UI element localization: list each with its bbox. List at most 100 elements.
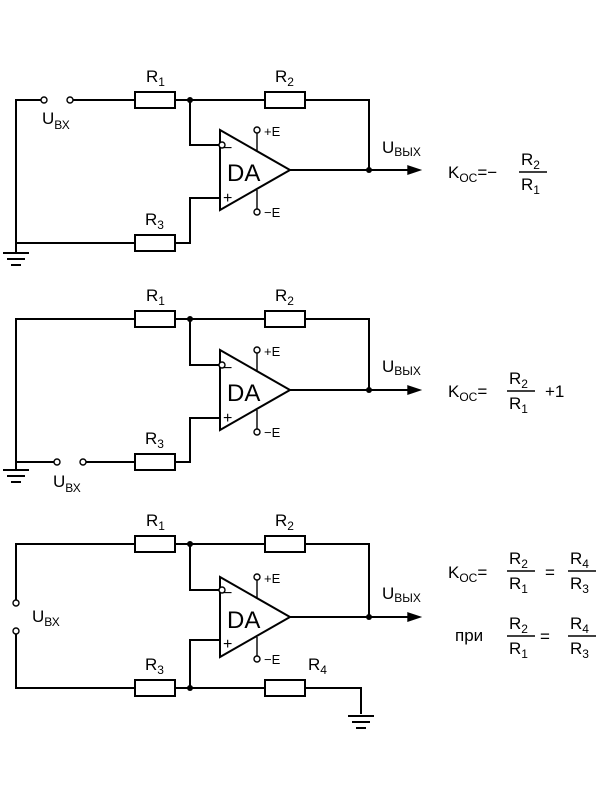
opamp-triangle <box>219 128 293 212</box>
label-r2: R2 <box>275 511 294 533</box>
output-arrow <box>407 612 423 622</box>
label-r2: R2 <box>275 286 294 308</box>
label-vneg: −E <box>264 425 281 440</box>
input-terminal-a[interactable] <box>53 458 61 466</box>
label-r1: R1 <box>146 286 165 308</box>
inverting-input-pin <box>218 586 226 594</box>
condition-differential: при R2 R1 = R4 R3 <box>455 614 596 661</box>
wire-input-bottom <box>15 630 136 689</box>
ground-symbol <box>3 461 29 483</box>
circuit-differential: R1 R2 R3 R4 UВХ UВЫХ DA − + +E −E KОС= R… <box>12 511 596 729</box>
inverting-input-pin <box>218 141 226 149</box>
wire-r4-to-ground <box>304 687 362 714</box>
input-terminal-a[interactable] <box>12 599 20 607</box>
label-r1: R1 <box>146 67 165 89</box>
resistor-r3 <box>134 453 176 471</box>
formula-plus-one: +1 <box>545 382 564 401</box>
opamp-plus-sign: + <box>223 636 232 653</box>
wire-node-to-minus <box>189 99 223 146</box>
label-vneg: −E <box>264 205 281 220</box>
ground-symbol <box>3 242 29 266</box>
input-terminal-b[interactable] <box>79 458 87 466</box>
label-output-voltage: UВЫХ <box>382 584 421 605</box>
input-terminal-b[interactable] <box>12 627 20 635</box>
output-arrow <box>407 165 423 175</box>
input-terminal-a[interactable] <box>40 96 48 104</box>
formula-denominator: R1 <box>521 175 540 197</box>
vneg-terminal[interactable] <box>253 655 261 663</box>
input-terminal-b[interactable] <box>66 96 74 104</box>
node-output <box>366 614 372 620</box>
node-output <box>366 387 372 393</box>
wire-r3-to-plus <box>174 197 223 244</box>
label-r3: R3 <box>145 210 164 232</box>
vpos-terminal[interactable] <box>253 126 261 134</box>
formula-equals: = <box>545 563 555 582</box>
condition-denominator: R1 <box>509 639 528 661</box>
wire-node-to-minus <box>189 318 223 366</box>
vneg-terminal[interactable] <box>253 208 261 216</box>
condition-equals: = <box>540 627 550 646</box>
formula-k: KОС= <box>448 563 487 585</box>
formula-numerator: R2 <box>521 150 540 172</box>
node-r1-r2 <box>187 541 193 547</box>
vpos-terminal[interactable] <box>253 573 261 581</box>
opamp-label: DA <box>227 380 260 407</box>
label-vpos: +E <box>264 124 281 139</box>
wire-r2-to-output <box>304 318 370 391</box>
wire-node-to-minus <box>189 543 223 591</box>
wire-r3-to-plus <box>174 417 223 463</box>
opamp-label: DA <box>227 160 260 187</box>
condition-word: при <box>455 626 483 645</box>
vneg-terminal[interactable] <box>253 428 261 436</box>
formula-differential: KОС= R2 R1 = R4 R3 <box>448 549 596 596</box>
formula-inverting: KОС=− R2 R1 <box>448 150 547 197</box>
opamp-plus-sign: + <box>223 190 232 207</box>
opamp-minus-sign: − <box>223 585 232 602</box>
label-vneg: −E <box>264 652 281 667</box>
label-input-voltage: UВХ <box>42 109 70 132</box>
resistor-r2 <box>264 91 306 109</box>
resistor-r2 <box>264 535 306 553</box>
ground-symbol <box>348 715 374 729</box>
condition-numerator: R2 <box>509 614 528 636</box>
opamp-triangle <box>219 575 293 659</box>
condition-denominator-2: R3 <box>570 639 589 661</box>
formula-k: KОС=− <box>448 163 497 185</box>
opamp-minus-sign: − <box>223 360 232 377</box>
label-output-voltage: UВЫХ <box>382 138 421 159</box>
node-r1-r2 <box>187 97 193 103</box>
wire-r2-to-output <box>304 99 370 171</box>
resistor-r1 <box>134 91 176 109</box>
output-arrow <box>407 385 423 395</box>
label-vpos: +E <box>264 344 281 359</box>
resistor-r4 <box>264 679 306 697</box>
formula-numerator-2: R4 <box>570 549 589 571</box>
formula-numerator: R2 <box>509 369 528 391</box>
label-r3: R3 <box>145 429 164 451</box>
wire-r2-to-output <box>304 543 370 618</box>
formula-denominator: R1 <box>509 574 528 596</box>
vpos-terminal[interactable] <box>253 346 261 354</box>
opamp-minus-sign: − <box>223 140 232 157</box>
formula-denominator-2: R3 <box>570 574 589 596</box>
node-r3-r4 <box>187 685 193 691</box>
condition-numerator-2: R4 <box>570 614 589 636</box>
opamp-triangle <box>219 348 293 432</box>
label-r1: R1 <box>146 511 165 533</box>
circuit-inverting: R1 R2 R3 UВХ UВЫХ DA − + +E −E KОС=− R2 … <box>3 67 547 266</box>
node-output <box>366 167 372 173</box>
label-r2: R2 <box>275 67 294 89</box>
label-r3: R3 <box>145 655 164 677</box>
opamp-plus-sign: + <box>223 410 232 427</box>
label-vpos: +E <box>264 571 281 586</box>
circuit-non-inverting: R1 R2 R3 UВХ UВЫХ DA − + +E −E KОС= R2 R… <box>3 286 564 495</box>
resistor-r3 <box>134 679 176 697</box>
resistor-r2 <box>264 310 306 328</box>
formula-k: KОС= <box>448 382 487 404</box>
label-input-voltage: UВХ <box>53 472 81 495</box>
resistor-r3 <box>134 234 176 252</box>
resistor-r1 <box>134 310 176 328</box>
label-r4: R4 <box>308 655 327 677</box>
